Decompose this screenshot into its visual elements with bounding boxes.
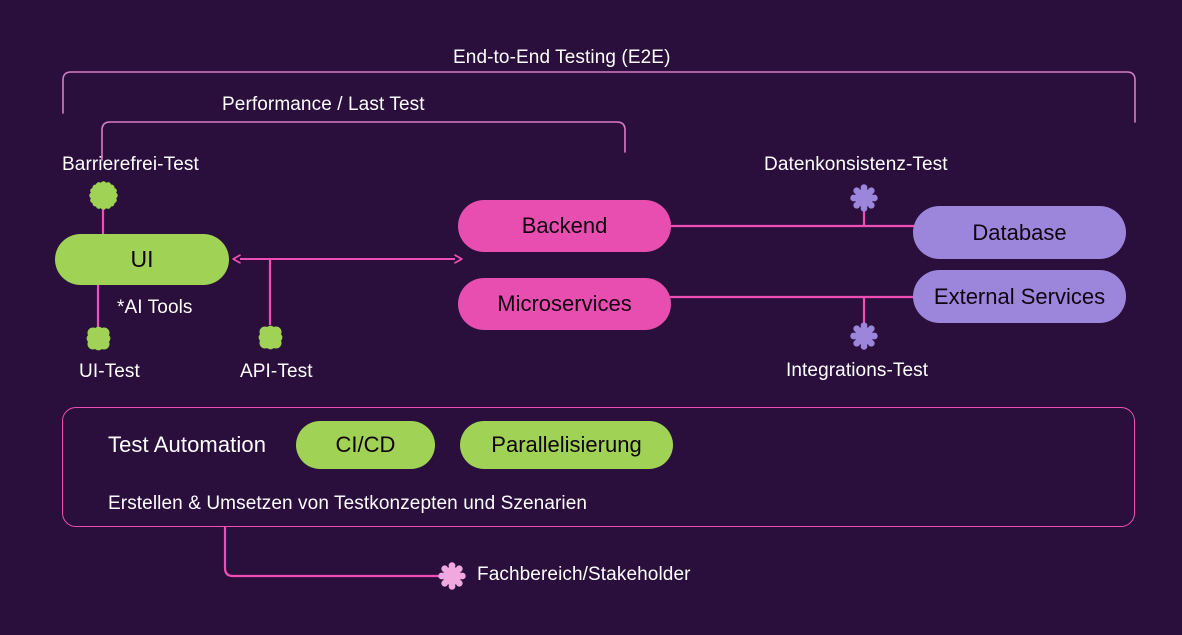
label-ui-test: UI-Test <box>79 361 140 382</box>
gear-blob-icon <box>89 181 118 210</box>
label-fachbereich-stakeholder: Fachbereich/Stakeholder <box>477 564 691 585</box>
label-ai-tools: *AI Tools <box>117 297 193 318</box>
gear-blob-icon <box>438 562 466 590</box>
chip-cicd-label: CI/CD <box>335 432 396 457</box>
label-barrierefrei-test: Barrierefrei-Test <box>62 154 199 175</box>
node-database[interactable]: Database <box>913 206 1126 259</box>
node-microservices[interactable]: Microservices <box>458 278 671 330</box>
chip-parallelisierung-label: Parallelisierung <box>491 432 642 457</box>
test-automation-subtitle: Erstellen & Umsetzen von Testkonzepten u… <box>108 493 588 514</box>
node-ui[interactable]: UI <box>55 234 229 285</box>
node-external-services[interactable]: External Services <box>913 270 1126 323</box>
label-api-test: API-Test <box>240 361 313 382</box>
bracket-label-performance: Performance / Last Test <box>222 94 425 115</box>
label-datenkonsistenz-test: Datenkonsistenz-Test <box>764 154 948 175</box>
flower-blob-icon <box>256 323 285 352</box>
test-automation-title: Test Automation <box>108 432 267 457</box>
gear-blob-icon <box>850 184 878 212</box>
chip-cicd[interactable]: CI/CD <box>296 421 435 469</box>
node-database-label: Database <box>972 219 1067 245</box>
bracket-label-e2e: End-to-End Testing (E2E) <box>453 47 671 68</box>
chip-parallelisierung[interactable]: Parallelisierung <box>460 421 673 469</box>
node-backend[interactable]: Backend <box>458 200 671 252</box>
node-microservices-label: Microservices <box>497 291 632 316</box>
flower-blob-icon <box>84 324 113 353</box>
node-external-services-label: External Services <box>933 283 1106 309</box>
test-automation-panel <box>62 407 1135 527</box>
node-ui-label: UI <box>130 246 154 272</box>
node-backend-label: Backend <box>521 213 608 238</box>
label-integrations-test: Integrations-Test <box>786 360 929 381</box>
gear-blob-icon <box>850 322 878 350</box>
